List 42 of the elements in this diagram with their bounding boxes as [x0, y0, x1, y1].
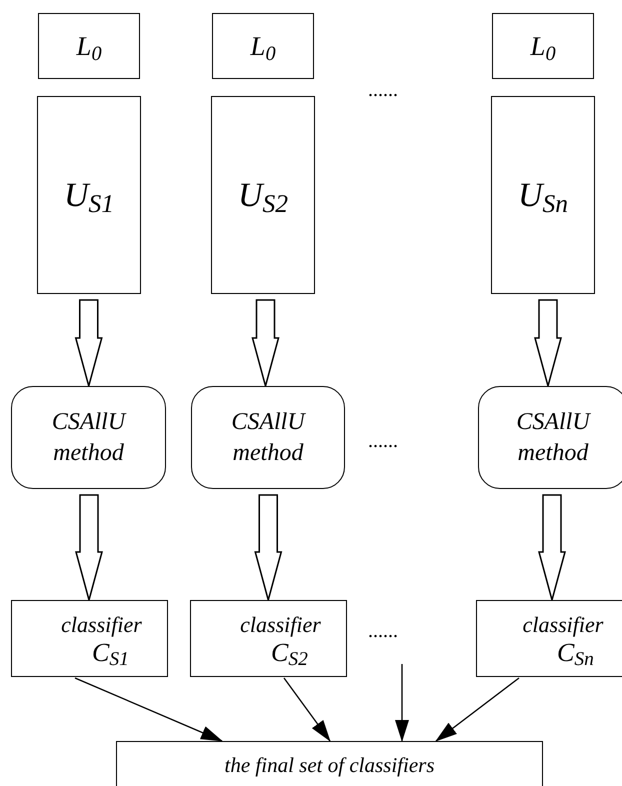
- ellipsis-text: ......: [368, 621, 398, 641]
- process-box: [212, 13, 314, 79]
- process-box: [38, 13, 140, 79]
- node-text: C$_{S1}$: [91, 638, 130, 666]
- process-box: [11, 600, 168, 677]
- hollow-arrow: [252, 299, 280, 389]
- node-text: L$_{0}$: [530, 30, 556, 66]
- hollow-arrow: [538, 494, 566, 603]
- node-text: L$_{0}$: [76, 30, 102, 66]
- node-text: classifier: [60, 610, 143, 638]
- process-box: [491, 96, 595, 294]
- hollow-arrow: [75, 494, 103, 603]
- process-box: [211, 96, 315, 294]
- process-box: [492, 13, 594, 79]
- node-text: classifier: [239, 610, 322, 638]
- node-text: U$_{S1}$: [64, 176, 114, 220]
- ellipsis-text: ......: [368, 431, 398, 451]
- node-text: L$_{0}$: [250, 30, 276, 66]
- arrow: [395, 664, 409, 742]
- process-box: [476, 600, 622, 677]
- node-text: CSAllU method: [515, 408, 591, 468]
- arrow: [435, 677, 520, 742]
- node-text: U$_{Sn}$: [518, 176, 568, 220]
- result-box: [116, 741, 543, 786]
- node-text: CSAllU method: [50, 408, 128, 468]
- rounded-process-box: [191, 386, 345, 489]
- node-text: U$_{S2}$: [238, 176, 288, 220]
- hollow-arrow: [534, 299, 562, 389]
- hollow-arrow: [74, 299, 103, 389]
- node-text: C$_{S2}$: [270, 638, 309, 666]
- node-text: C$_{Sn}$: [556, 638, 595, 666]
- arrow: [74, 677, 223, 742]
- hollow-arrow: [254, 494, 282, 603]
- node-text: the final set of classifiers: [224, 752, 434, 779]
- process-box: [37, 96, 141, 294]
- node-text: CSAllU method: [230, 408, 307, 468]
- node-text: classifier: [522, 610, 604, 638]
- arrow: [283, 678, 331, 742]
- ellipsis-text: ......: [368, 80, 398, 100]
- rounded-process-box: [11, 386, 166, 489]
- process-box: [190, 600, 347, 677]
- rounded-process-box: [478, 386, 622, 489]
